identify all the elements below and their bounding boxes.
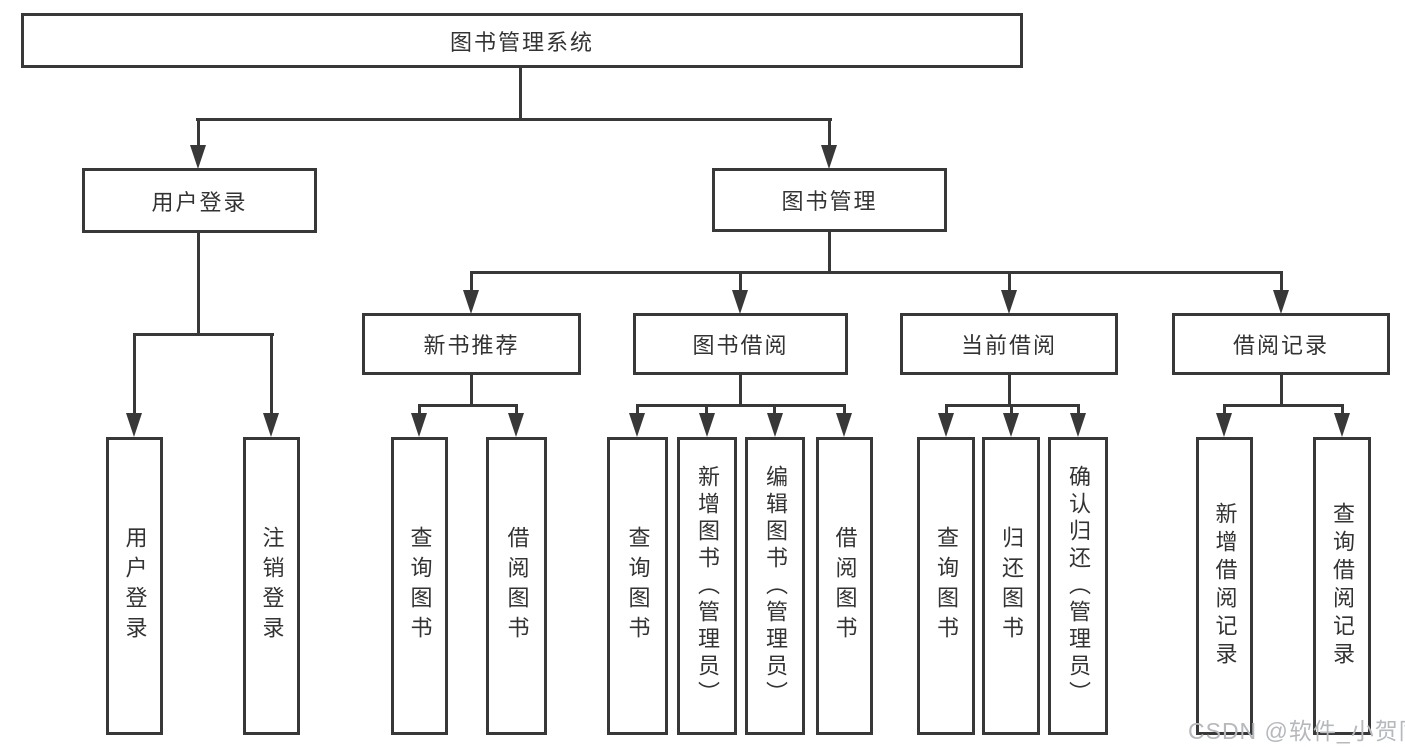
csdn-watermark: CSDN @软件_小贺同学 — [1188, 718, 1405, 744]
connector-drop-br-add — [1223, 404, 1226, 415]
connector-br-stem — [1280, 375, 1283, 406]
leaf-cb-query-books-label: 查询图书 — [934, 526, 959, 646]
arrowhead-login-leaf — [126, 413, 142, 437]
leaf-bb-add-books-admin: 新增图书（管理员） — [677, 437, 737, 735]
arrowhead-cb-confirm — [1070, 413, 1086, 437]
connector-root-stem — [519, 68, 522, 121]
arrowhead-bb-edit — [767, 413, 783, 437]
connector-drop-nbr-query — [418, 404, 421, 415]
connector-drop-bb-add — [705, 404, 708, 415]
connector-bb-hbar — [637, 404, 845, 407]
arrowhead-new-book-rec — [463, 290, 479, 314]
connector-nbr-stem — [470, 375, 473, 406]
node-current-borrowing: 当前借阅 — [900, 313, 1118, 375]
leaf-nbr-borrow-books-label: 借阅图书 — [504, 526, 530, 646]
leaf-br-query-record: 查询借阅记录 — [1313, 437, 1371, 735]
leaf-bb-borrow-books-label: 借阅图书 — [832, 526, 858, 646]
leaf-cb-return-books-label: 归还图书 — [999, 526, 1024, 646]
leaf-bb-edit-books-admin: 编辑图书（管理员） — [745, 437, 805, 735]
connector-bb-stem — [739, 375, 742, 406]
arrowhead-borrow-records — [1273, 290, 1289, 314]
node-user-login: 用户登录 — [82, 168, 317, 233]
arrowhead-nbr-query — [411, 413, 427, 437]
arrowhead-br-add — [1216, 413, 1232, 437]
node-new-book-recommendation: 新书推荐 — [362, 313, 581, 375]
arrowhead-cb-query — [938, 413, 954, 437]
arrowhead-bb-borrow — [836, 413, 852, 437]
arrowhead-book-mgmt — [821, 145, 837, 169]
leaf-cb-return-books: 归还图书 — [982, 437, 1040, 735]
arrowhead-bb-add — [699, 413, 715, 437]
connector-drop-user-login — [197, 118, 200, 148]
connector-br-hbar — [1224, 404, 1343, 407]
connector-cb-stem — [1008, 375, 1011, 406]
connector-drop-book-mgmt — [828, 118, 831, 148]
connector-user-login-hbar — [133, 333, 274, 336]
leaf-bb-query-books: 查询图书 — [607, 437, 668, 735]
leaf-br-add-record-label: 新增借阅记录 — [1212, 502, 1238, 670]
connector-drop-logout-leaf — [270, 333, 273, 415]
arrowhead-current-borrow — [1001, 290, 1017, 314]
arrowhead-br-query — [1334, 413, 1350, 437]
arrowhead-cb-return — [1003, 413, 1019, 437]
leaf-nbr-borrow-books: 借阅图书 — [486, 437, 547, 735]
leaf-logout-label: 注销登录 — [259, 526, 285, 646]
connector-drop-cb-confirm — [1077, 404, 1080, 415]
node-root-library-system: 图书管理系统 — [21, 13, 1023, 68]
connector-book-mgmt-hbar — [470, 271, 1282, 274]
connector-drop-login-leaf — [133, 333, 136, 415]
leaf-bb-add-books-admin-label: 新增图书（管理员） — [695, 464, 720, 708]
leaf-user-login: 用户登录 — [106, 437, 163, 735]
node-book-management: 图书管理 — [712, 168, 947, 232]
node-borrowing-records: 借阅记录 — [1172, 313, 1390, 375]
leaf-bb-edit-books-admin-label: 编辑图书（管理员） — [763, 464, 788, 708]
leaf-br-add-record: 新增借阅记录 — [1196, 437, 1253, 735]
connector-nbr-hbar — [418, 404, 518, 407]
connector-drop-nbr-borrow — [515, 404, 518, 415]
connector-drop-cb-query — [945, 404, 948, 415]
leaf-bb-borrow-books: 借阅图书 — [816, 437, 873, 735]
leaf-logout: 注销登录 — [243, 437, 300, 735]
arrowhead-bb-query — [629, 413, 645, 437]
leaf-br-query-record-label: 查询借阅记录 — [1330, 502, 1355, 670]
leaf-cb-confirm-return-admin-label: 确认归还（管理员） — [1066, 464, 1091, 708]
connector-drop-bb-borrow — [843, 404, 846, 415]
connector-drop-borrow-records — [1280, 271, 1283, 293]
connector-book-mgmt-stem — [828, 232, 831, 273]
leaf-cb-confirm-return-admin: 确认归还（管理员） — [1048, 437, 1108, 735]
connector-drop-bb-query — [636, 404, 639, 415]
connector-drop-book-borrow — [739, 271, 742, 293]
node-book-borrowing: 图书借阅 — [633, 313, 848, 375]
leaf-user-login-label: 用户登录 — [122, 526, 148, 646]
arrowhead-logout-leaf — [263, 413, 279, 437]
connector-drop-br-query — [1341, 404, 1344, 415]
leaf-cb-query-books: 查询图书 — [917, 437, 975, 735]
arrowhead-nbr-borrow — [508, 413, 524, 437]
arrowhead-user-login — [190, 145, 206, 169]
leaf-nbr-query-books: 查询图书 — [391, 437, 448, 735]
leaf-nbr-query-books-label: 查询图书 — [407, 526, 433, 646]
connector-drop-new-book-rec — [470, 271, 473, 293]
arrowhead-book-borrow — [732, 290, 748, 314]
connector-drop-cb-return — [1010, 404, 1013, 415]
connector-root-hbar — [196, 118, 832, 121]
leaf-bb-query-books-label: 查询图书 — [625, 526, 651, 646]
connector-user-login-stem — [197, 233, 200, 336]
connector-drop-current-borrow — [1008, 271, 1011, 293]
connector-drop-bb-edit — [773, 404, 776, 415]
